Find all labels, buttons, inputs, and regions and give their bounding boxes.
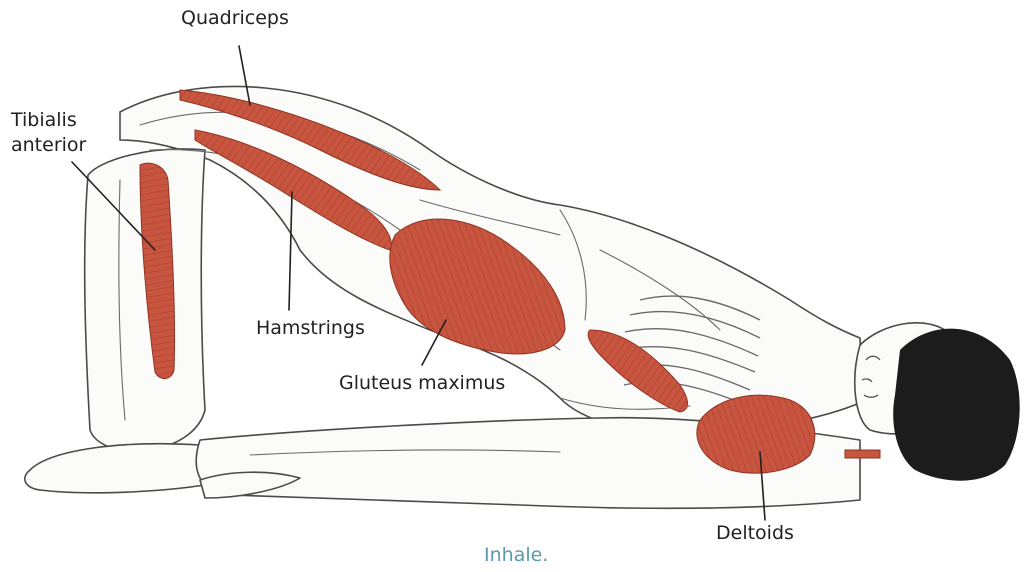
neck-muscle xyxy=(845,450,880,458)
label-quadriceps: Quadriceps xyxy=(181,6,289,30)
label-anterior: anterior xyxy=(11,133,86,157)
label-hamstrings: Hamstrings xyxy=(256,316,365,340)
label-gluteus-maximus: Gluteus maximus xyxy=(339,371,505,395)
hair xyxy=(893,329,1019,481)
deltoids-muscle xyxy=(697,395,815,473)
label-tibialis: Tibialis xyxy=(11,108,77,132)
label-deltoids: Deltoids xyxy=(716,521,794,545)
caption: Inhale. xyxy=(484,543,548,567)
muscles xyxy=(140,90,880,473)
